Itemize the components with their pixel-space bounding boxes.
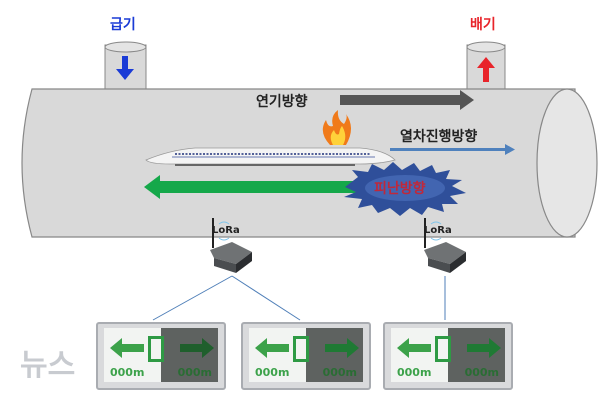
fire-icon — [322, 110, 351, 145]
left-distance: 000m — [255, 366, 290, 379]
right-distance: 000m — [177, 366, 212, 379]
exit-arrows-icon — [397, 336, 501, 362]
lora-gateway-icon — [210, 218, 252, 273]
exit-arrows-icon — [255, 336, 359, 362]
lora-gateway-icon — [424, 218, 466, 273]
right-distance: 000m — [322, 366, 357, 379]
evacuation-burst — [344, 162, 466, 216]
train-icon — [145, 147, 396, 166]
right-distance: 000m — [464, 366, 499, 379]
left-distance: 000m — [110, 366, 145, 379]
exit-arrows-icon — [110, 336, 214, 362]
train-direction-arrow — [390, 144, 515, 155]
evacuation-arrow — [144, 175, 368, 199]
network-links — [152, 275, 446, 321]
exit-sign: 000m 000m — [241, 322, 371, 390]
lora-label: LoRa — [212, 225, 240, 236]
watermark: 뉴스 — [20, 348, 76, 383]
train-direction-label: 열차진행방향 — [400, 129, 478, 145]
exhaust-arrow-icon — [477, 57, 495, 82]
supply-air-label: 급기 — [110, 17, 136, 33]
smoke-direction-arrow — [340, 90, 474, 110]
supply-shaft — [104, 41, 147, 91]
left-distance: 000m — [397, 366, 432, 379]
exit-sign: 000m 000m — [96, 322, 226, 390]
lora-label: LoRa — [424, 225, 452, 236]
exit-sign: 000m 000m — [383, 322, 513, 390]
smoke-direction-label: 연기방향 — [256, 94, 308, 110]
supply-arrow-icon — [116, 56, 134, 80]
evacuation-direction-label: 피난방향 — [374, 181, 426, 197]
exhaust-air-label: 배기 — [470, 17, 496, 33]
